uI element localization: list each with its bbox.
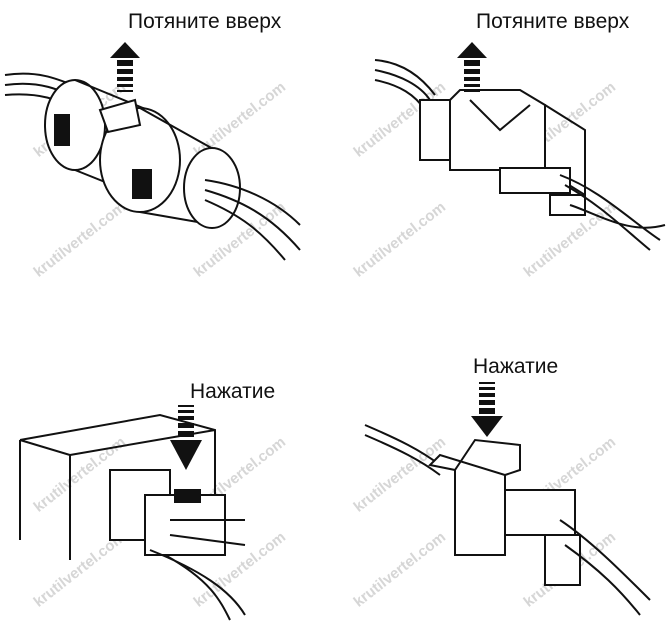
box-connector: [19, 413, 246, 621]
rect-connector-1: [374, 59, 666, 251]
arrow-up-icon: [110, 42, 140, 92]
rect-connector-2: [364, 424, 651, 616]
press-label-2: Нажатие: [473, 355, 559, 378]
arrow-up-icon: [457, 42, 487, 92]
pull-up-label-1: Потяните вверх: [128, 10, 282, 33]
arrow-down-icon: [471, 382, 503, 437]
round-connector: [4, 72, 301, 261]
pull-up-label-2: Потяните вверх: [476, 10, 630, 33]
press-label-1: Нажатие: [190, 380, 276, 403]
arrow-down-icon: [170, 405, 202, 470]
